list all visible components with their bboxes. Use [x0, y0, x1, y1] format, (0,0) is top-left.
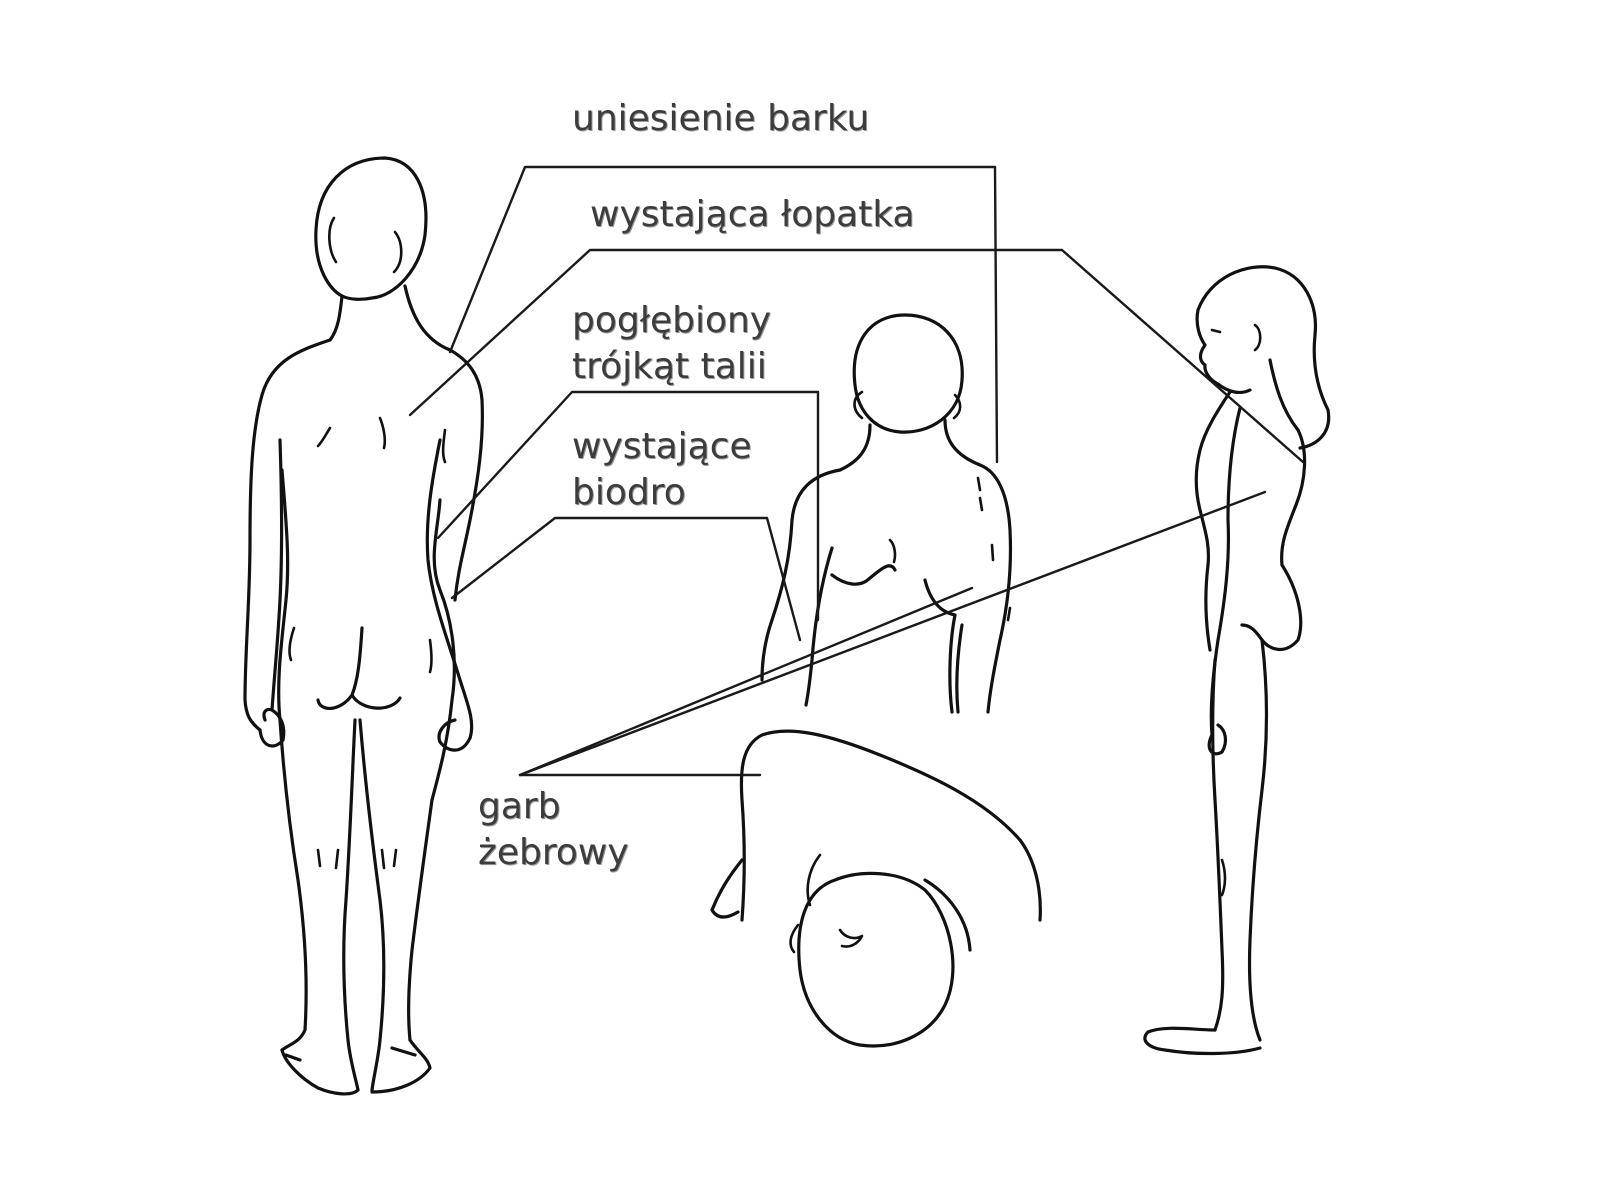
torso-right-mark [990, 543, 995, 562]
scapula-mark-left [316, 426, 332, 448]
side-view-figure [1143, 265, 1331, 1056]
side-back [1280, 428, 1307, 567]
torso-scapula-mark-1 [976, 476, 982, 492]
ear-left [328, 216, 338, 264]
left-shoulder-arm [243, 338, 332, 732]
scapula-mark-far-right [441, 428, 447, 464]
bend-shoulder-mark [806, 853, 822, 907]
label-protruding-scapula: wystająca łopatka [590, 194, 915, 235]
label-rib-hump-2: żebrowy [478, 832, 629, 873]
side-leg-front [1211, 658, 1225, 1032]
back-view-figure [243, 156, 484, 1096]
scapula-mark-right [378, 416, 387, 450]
leader-lines [408, 165, 1305, 777]
torso-left-shoulder [760, 468, 842, 682]
right-foot [370, 1038, 432, 1094]
side-leg-back [1247, 638, 1269, 1042]
right-forearm [425, 438, 474, 740]
torso-right-side [955, 623, 964, 714]
side-ear [1253, 323, 1262, 352]
side-neck-back [1268, 358, 1300, 432]
leader-hip [450, 516, 802, 642]
torso-waist-left [830, 564, 897, 586]
side-face [1195, 308, 1252, 395]
side-hand [1207, 723, 1228, 756]
right-waist-hip [430, 498, 456, 802]
torso-spine-mark [888, 538, 897, 564]
leader-rib-hump-side [518, 490, 1267, 777]
torso-ear-left [853, 390, 864, 420]
left-waist [277, 468, 290, 722]
torso-right-mark-2 [1006, 606, 1012, 622]
torso-right-shoulder [978, 463, 1013, 714]
right-leg-outer [407, 798, 434, 1042]
right-hand [437, 718, 472, 752]
bend-arm-right [923, 878, 972, 952]
side-hip [1204, 563, 1303, 652]
side-chest [1194, 390, 1232, 567]
head-outline [314, 156, 428, 301]
side-knee [1220, 858, 1227, 897]
torso-back-view [760, 313, 1013, 714]
side-foot [1143, 1026, 1262, 1056]
torso-ear-right [952, 393, 962, 420]
label-hip-2: biodro [572, 472, 686, 513]
label-waist-triangle-1: pogłębiony [572, 300, 772, 341]
torso-head [852, 313, 964, 434]
side-hair [1196, 265, 1331, 450]
knee-marks-left [316, 848, 340, 870]
neck-left [328, 294, 344, 342]
leader-protruding-scapula [408, 248, 1305, 464]
left-arm-inner [270, 438, 284, 712]
leader-shoulder-elevation [448, 165, 999, 464]
side-eye [1210, 328, 1222, 334]
bend-arm-left [710, 858, 744, 919]
neck-right [403, 284, 452, 352]
left-leg-inner [342, 718, 360, 1092]
bend-head [797, 871, 955, 1048]
bend-ear [838, 928, 864, 948]
torso-scapula-mark-2 [978, 496, 984, 512]
knee-marks-right [380, 848, 398, 870]
right-leg-inner [358, 718, 386, 1092]
label-hip-1: wystające [572, 426, 752, 467]
forward-bend-view [710, 729, 1042, 1048]
buttock-mark-right [428, 638, 433, 674]
label-rib-hump-1: garb [478, 786, 561, 827]
torso-waist-right [923, 578, 957, 714]
leader-waist-triangle [436, 390, 820, 622]
bend-shoulder-mark-2 [789, 923, 800, 954]
left-leg-outer [278, 718, 308, 1052]
buttock-mark-left [288, 626, 296, 662]
label-waist-triangle-2: trójkąt talii [572, 346, 767, 387]
right-shoulder-arm [448, 348, 484, 602]
leader-rib-hump-torso [518, 586, 974, 777]
torso-neck-right [943, 418, 982, 467]
side-arm [1209, 406, 1242, 737]
gluteal-cleft [316, 626, 402, 710]
bend-back-outline [739, 729, 1042, 922]
torso-neck-left [838, 423, 872, 472]
ear-right [392, 230, 403, 274]
left-foot [280, 1048, 360, 1096]
label-shoulder-elevation: uniesienie barku [572, 98, 870, 139]
